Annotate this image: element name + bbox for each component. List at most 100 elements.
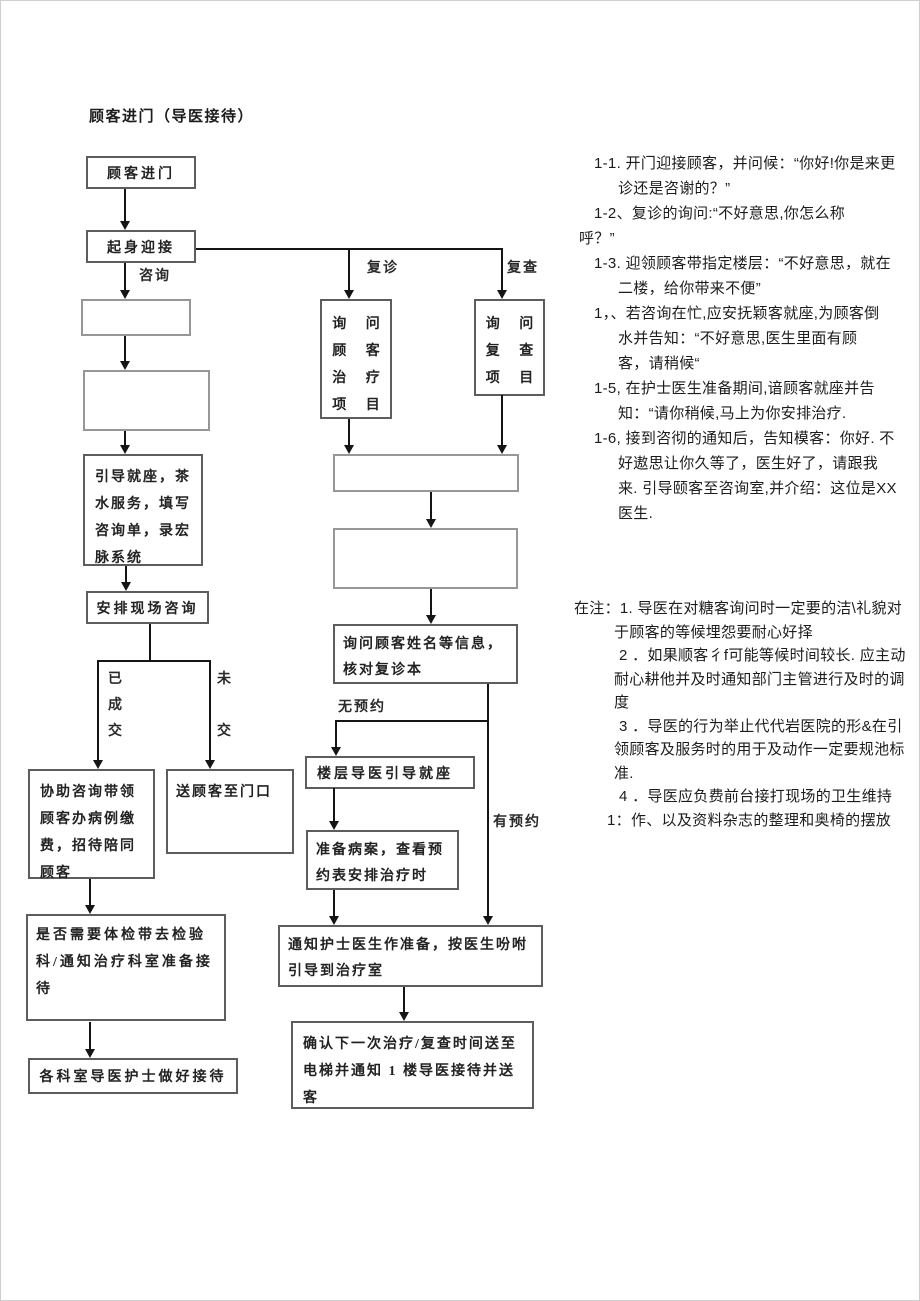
annotation-line: 1-6, 接到咨彻的通知后，告知模客：你好. 不 bbox=[594, 430, 895, 447]
flow-line bbox=[487, 684, 489, 722]
annotation-line: 二楼，给你带来不便” bbox=[618, 280, 761, 297]
flow-node-prepare-case: 准备病案，查看预约表安排治疗时 bbox=[306, 830, 459, 890]
flow-line bbox=[348, 248, 350, 290]
branch-label-deal-done: 已 成 交 bbox=[108, 672, 124, 739]
flow-line bbox=[335, 720, 337, 747]
flow-line bbox=[333, 890, 335, 916]
flow-node-customer-enter: 顾客进门 bbox=[86, 156, 196, 189]
flow-node-confirm-next: 确认下一次治疗/复查时间送至电梯并通知 1 楼导医接待并送客 bbox=[291, 1021, 534, 1109]
flow-line bbox=[149, 624, 151, 662]
flow-node-check-exam: 是否需要体检带去检验科/通知治疗科室准备接待 bbox=[26, 914, 226, 1021]
flow-line bbox=[97, 660, 211, 662]
ask-treatment-row: 项 目 bbox=[332, 398, 380, 413]
annotation-line: 来. 引导颐客至咨询室,并介绍：这位是XX bbox=[618, 480, 897, 497]
flow-arrowhead bbox=[93, 760, 103, 769]
flow-node-arrange-consult: 安排现场咨询 bbox=[86, 591, 209, 624]
annotation-line: 水并告知：“不好意思,医生里面有顾 bbox=[618, 330, 858, 347]
branch-label-consult: 咨询 bbox=[139, 269, 171, 284]
ask-treatment-row: 询 问 bbox=[332, 317, 380, 332]
annotation-line: 医生. bbox=[618, 505, 654, 522]
note-line: 2 ．如果顺客彳f可能等候时间较长. 应主动 bbox=[619, 647, 906, 664]
annotation-line: 1-5, 在护士医生准备期间,谙顾客就座并告 bbox=[594, 380, 875, 397]
annotation-line: 1-1. 开门迎接顾客，并问候：“你好!你是来更 bbox=[594, 155, 896, 172]
note-line: 准. bbox=[614, 764, 634, 782]
flow-arrowhead bbox=[497, 445, 507, 454]
ask-recheck-row: 项 目 bbox=[485, 371, 534, 386]
note-line: 1：作、以及资料杂志的整理和奥椅的摆放 bbox=[607, 811, 892, 829]
annotation-line: 诊还是咨谢的？” bbox=[618, 180, 731, 197]
note-line: 3 ．导医的行为举止代代岩医院的形&在引 bbox=[619, 717, 903, 735]
flow-line bbox=[430, 589, 432, 615]
flow-line bbox=[335, 720, 489, 722]
branch-label-revisit: 复诊 bbox=[367, 261, 399, 276]
branch-label-recheck: 复查 bbox=[507, 261, 539, 276]
flow-arrowhead bbox=[120, 361, 130, 370]
flow-line bbox=[124, 189, 126, 221]
flowchart-title: 顾客进门（导医接待） bbox=[89, 109, 255, 125]
flow-node-blank-1 bbox=[81, 299, 191, 336]
flow-arrowhead bbox=[344, 290, 354, 299]
flow-line bbox=[487, 720, 489, 916]
flow-arrowhead bbox=[329, 916, 339, 925]
flow-node-blank-2 bbox=[83, 370, 210, 431]
flow-arrowhead bbox=[85, 905, 95, 914]
ask-recheck-row: 询 问 bbox=[485, 317, 534, 332]
flow-arrowhead bbox=[120, 445, 130, 454]
flow-node-blank-3 bbox=[333, 454, 519, 492]
flow-node-assist-pay: 协助咨询带领顾客办病例缴费，招待陪同顾客 bbox=[28, 769, 155, 881]
branch-label-has-appointment: 有预约 bbox=[493, 815, 541, 830]
flow-line bbox=[209, 660, 211, 760]
flow-arrowhead bbox=[120, 221, 130, 230]
flow-node-blank-4 bbox=[333, 528, 518, 589]
flow-line bbox=[125, 566, 127, 582]
flow-node-stand-greet: 起身迎接 bbox=[86, 230, 196, 263]
flow-line bbox=[403, 987, 405, 1012]
flow-arrowhead bbox=[329, 821, 339, 830]
note-line: 于顾客的等候埋怨要耐心好择 bbox=[614, 623, 813, 641]
flow-arrowhead bbox=[85, 1049, 95, 1058]
annotation-line: 客，请稍候“ bbox=[618, 355, 700, 372]
flow-line bbox=[348, 419, 350, 445]
annotation-line: 好遨思让你久等了，医生好了，请跟我 bbox=[618, 455, 879, 472]
ask-treatment-row: 顾 客 bbox=[332, 344, 380, 359]
branch-label-no-appointment: 无预约 bbox=[338, 700, 386, 715]
flow-arrowhead bbox=[426, 519, 436, 528]
flow-line bbox=[124, 263, 126, 290]
note-line: 领顾客及服务时的用于及动作一定要规池标 bbox=[614, 741, 905, 758]
ask-recheck-row: 复 查 bbox=[485, 344, 534, 359]
note-line: 4 ．导医应负费前台接打现场的卫生维持 bbox=[619, 788, 893, 805]
flow-line bbox=[430, 492, 432, 519]
flow-node-ask-treatment: 询 问 顾 客 治 疗 项 目 bbox=[320, 299, 392, 419]
flow-arrowhead bbox=[483, 916, 493, 925]
flow-node-notify-nurse: 通知护士医生作准备，按医生吩咐引导到治疗室 bbox=[278, 925, 543, 987]
ask-treatment-row: 治 疗 bbox=[332, 371, 380, 386]
flow-arrowhead bbox=[331, 747, 341, 756]
annotation-list: 1-1. 开门迎接顾客，并问候：“你好!你是来更 诊还是咨谢的？” 1-2、复诊… bbox=[577, 151, 917, 526]
flow-line bbox=[89, 879, 91, 905]
notes-list: 在注：1. 导医在对糖客询问时一定要的洁\礼貌对 于顾客的等候埋怨要耐心好择 2… bbox=[574, 597, 919, 832]
flow-node-see-off: 送顾客至门口 bbox=[166, 769, 294, 854]
flow-arrowhead bbox=[120, 290, 130, 299]
flow-arrowhead bbox=[344, 445, 354, 454]
note-line: 耐心耕他并及时通知部门主管进行及时的调 bbox=[614, 670, 905, 688]
flow-arrowhead bbox=[399, 1012, 409, 1021]
flow-line bbox=[124, 336, 126, 361]
annotation-line: 1-2、复诊的询问:“不好意思,你怎么称 bbox=[594, 205, 846, 222]
flow-arrowhead bbox=[205, 760, 215, 769]
flow-line bbox=[333, 788, 335, 821]
flow-node-dept-ready: 各科室导医护士做好接待 bbox=[28, 1058, 238, 1094]
annotation-line: 呼？” bbox=[579, 230, 615, 247]
flow-line bbox=[501, 248, 503, 290]
flow-node-guide-seat: 引导就座，茶水服务，填写咨询单，录宏脉系统 bbox=[83, 454, 203, 566]
flow-line bbox=[124, 431, 126, 445]
annotation-line: 1-3. 迎领顾客带指定楼层：“不好意思，就在 bbox=[594, 255, 891, 272]
flow-arrowhead bbox=[121, 582, 131, 591]
annotation-line: 1，、若咨询在忙,应安抚颖客就座,为顾客倒 bbox=[594, 305, 880, 322]
note-line: 度 bbox=[614, 694, 630, 711]
flow-line bbox=[97, 660, 99, 760]
flow-line bbox=[501, 395, 503, 445]
flow-line bbox=[89, 1022, 91, 1049]
flow-arrowhead bbox=[497, 290, 507, 299]
flow-node-ask-recheck: 询 问 复 查 项 目 bbox=[474, 299, 545, 396]
